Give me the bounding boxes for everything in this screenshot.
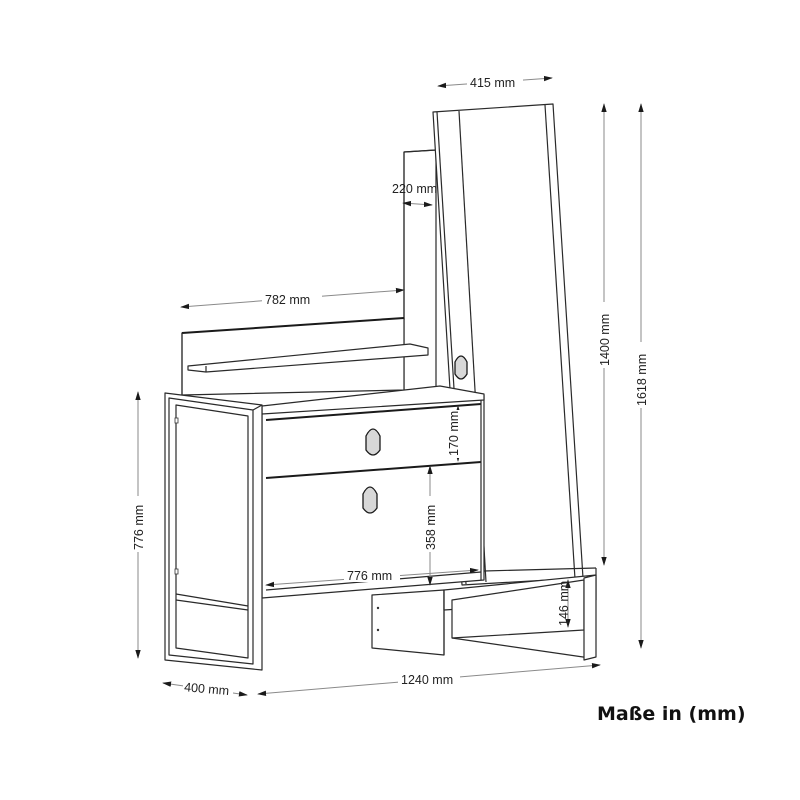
- bench: [371, 567, 597, 661]
- dim-cabinet-height: 776 mm: [132, 505, 146, 550]
- dim-bench-height: 146 mm: [557, 581, 571, 626]
- top-drawer: [365, 428, 381, 456]
- dim-shelf-panel-width: 782 mm: [265, 293, 310, 307]
- dim-top-drawer-height: 170 mm: [447, 411, 461, 456]
- shelf-panel: [181, 317, 429, 396]
- units-caption: Maße in (mm): [597, 703, 746, 725]
- bottom-drawer: [362, 486, 378, 514]
- dim-drawer-width: 776 mm: [347, 569, 392, 583]
- dim-depth: 400 mm: [184, 680, 230, 698]
- mirror-hook-icon: [454, 355, 468, 380]
- drawer-handle-icon: [362, 486, 378, 514]
- dim-bottom-drawer-height: 358 mm: [424, 505, 438, 550]
- drawer-handle-icon: [365, 428, 381, 456]
- dimension-labels: 415 mm 220 mm 782 mm 1400 mm 1618 mm 776…: [131, 75, 649, 698]
- dim-mirror-height: 1400 mm: [598, 314, 612, 366]
- dim-total-height: 1618 mm: [635, 354, 649, 406]
- side-frame: [164, 392, 263, 671]
- wall-shelf: [187, 343, 429, 373]
- dim-total-width: 1240 mm: [401, 673, 453, 687]
- dim-mirror-width: 415 mm: [470, 76, 515, 90]
- dim-wall-panel-depth: 220 mm: [392, 182, 437, 196]
